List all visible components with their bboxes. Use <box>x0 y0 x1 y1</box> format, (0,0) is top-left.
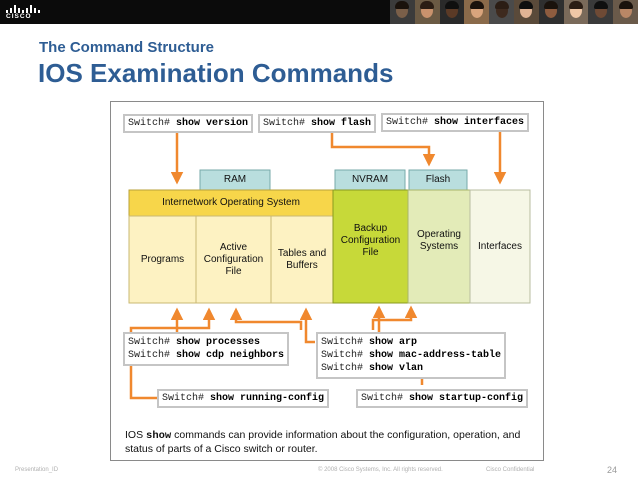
person-hair-icon <box>445 1 459 9</box>
cmd-keyword: show arp <box>369 337 417 348</box>
cmd-keyword: show processes <box>176 337 260 348</box>
cmd-line-mac-table: Switch# show mac-address-table <box>321 349 501 362</box>
footer-copyright: © 2008 Cisco Systems, Inc. All rights re… <box>318 467 443 473</box>
ram-tab-label: RAM <box>200 171 270 189</box>
cmd-line-vlan: Switch# show vlan <box>321 362 501 375</box>
banner-photo <box>613 0 638 24</box>
nvram-tab-label: NVRAM <box>335 171 405 189</box>
active-config-line: File <box>225 266 241 278</box>
cisco-logo-text: CISCO <box>6 13 32 20</box>
page-number: 24 <box>607 465 617 475</box>
banner-photo <box>539 0 564 24</box>
banner-photo <box>415 0 440 24</box>
slide-title: IOS Examination Commands <box>38 58 393 89</box>
cisco-logo-bars-icon <box>5 3 41 13</box>
slide-subtitle: The Command Structure <box>39 39 214 56</box>
arrow-cdp <box>236 310 301 330</box>
cmd-prompt: Switch# <box>263 118 305 129</box>
banner-photo <box>390 0 415 24</box>
caption-pre: IOS <box>125 429 146 441</box>
cmd-keyword: show flash <box>311 118 371 129</box>
active-config-label: Active Configuration File <box>196 216 271 303</box>
interfaces-label: Interfaces <box>470 190 530 303</box>
cmd-line-cdp: Switch# show cdp neighbors <box>128 349 284 362</box>
footer-confidential: Cisco Confidential <box>486 467 534 473</box>
active-config-line: Configuration <box>204 254 263 266</box>
arrow-flash <box>332 132 429 164</box>
tables-label: Tables and Buffers <box>271 216 333 303</box>
cmd-keyword: show vlan <box>369 363 423 374</box>
cmd-show-running-config: Switch# show running-config <box>157 389 329 408</box>
cmd-prompt: Switch# <box>128 337 170 348</box>
person-hair-icon <box>395 1 409 9</box>
cmd-prompt: Switch# <box>321 363 363 374</box>
caption-post: commands can provide information about t… <box>125 429 520 455</box>
cmd-prompt: Switch# <box>321 337 363 348</box>
cmd-keyword: show cdp neighbors <box>176 350 284 361</box>
cmd-prompt: Switch# <box>128 118 170 129</box>
banner-photo <box>564 0 589 24</box>
cmd-prompt: Switch# <box>321 350 363 361</box>
cisco-logo: CISCO <box>5 3 41 21</box>
person-hair-icon <box>495 1 509 9</box>
active-config-line: Active <box>220 242 247 254</box>
cmd-keyword: show mac-address-table <box>369 350 501 361</box>
tables-line: Tables and <box>278 248 326 260</box>
cmd-show-interfaces: Switch# show interfaces <box>381 113 529 132</box>
footer-presentation-id: Presentation_ID <box>15 467 58 473</box>
banner-photo <box>588 0 613 24</box>
cmd-prompt: Switch# <box>162 393 204 404</box>
flash-tab-label: Flash <box>409 171 467 189</box>
banner-photo <box>489 0 514 24</box>
cmd-show-startup-config: Switch# show startup-config <box>356 389 528 408</box>
backup-config-line: Backup <box>354 223 387 235</box>
operating-systems-line: Operating <box>417 229 461 241</box>
cmd-keyword: show running-config <box>210 393 324 404</box>
person-hair-icon <box>594 1 608 9</box>
backup-config-label: Backup Configuration File <box>333 197 408 284</box>
person-hair-icon <box>569 1 583 9</box>
arrow-arp <box>306 310 315 342</box>
person-hair-icon <box>519 1 533 9</box>
cmd-box-arp-mac-vlan: Switch# show arp Switch# show mac-addres… <box>316 332 506 379</box>
cmd-show-flash: Switch# show flash <box>258 114 376 133</box>
ios-diagram: Switch# show version Switch# show flash … <box>110 101 544 461</box>
person-hair-icon <box>619 1 633 9</box>
operating-systems-line: Systems <box>420 241 458 253</box>
cmd-show-version: Switch# show version <box>123 114 253 133</box>
top-banner: CISCO <box>0 0 638 24</box>
banner-photo <box>440 0 465 24</box>
backup-config-line: File <box>362 247 378 259</box>
banner-photo <box>514 0 539 24</box>
cmd-prompt: Switch# <box>128 350 170 361</box>
banner-photo <box>464 0 489 24</box>
cmd-prompt: Switch# <box>386 117 428 128</box>
operating-systems-label: Operating Systems <box>408 197 470 284</box>
banner-photo-strip <box>390 0 638 24</box>
person-hair-icon <box>420 1 434 9</box>
cmd-box-processes-cdp: Switch# show processes Switch# show cdp … <box>123 332 289 366</box>
figure-caption: IOS show commands can provide informatio… <box>125 429 535 456</box>
cmd-keyword: show interfaces <box>434 117 524 128</box>
cmd-line-arp: Switch# show arp <box>321 336 501 349</box>
cmd-keyword: show version <box>176 118 248 129</box>
cmd-line-processes: Switch# show processes <box>128 336 284 349</box>
cmd-keyword: show startup-config <box>409 393 523 404</box>
ios-header-label: Internetwork Operating System <box>129 190 333 216</box>
backup-config-line: Configuration <box>341 235 400 247</box>
tables-line: Buffers <box>286 260 318 272</box>
person-hair-icon <box>544 1 558 9</box>
cmd-prompt: Switch# <box>361 393 403 404</box>
programs-label: Programs <box>129 216 196 303</box>
caption-keyword: show <box>146 430 171 442</box>
person-hair-icon <box>470 1 484 9</box>
